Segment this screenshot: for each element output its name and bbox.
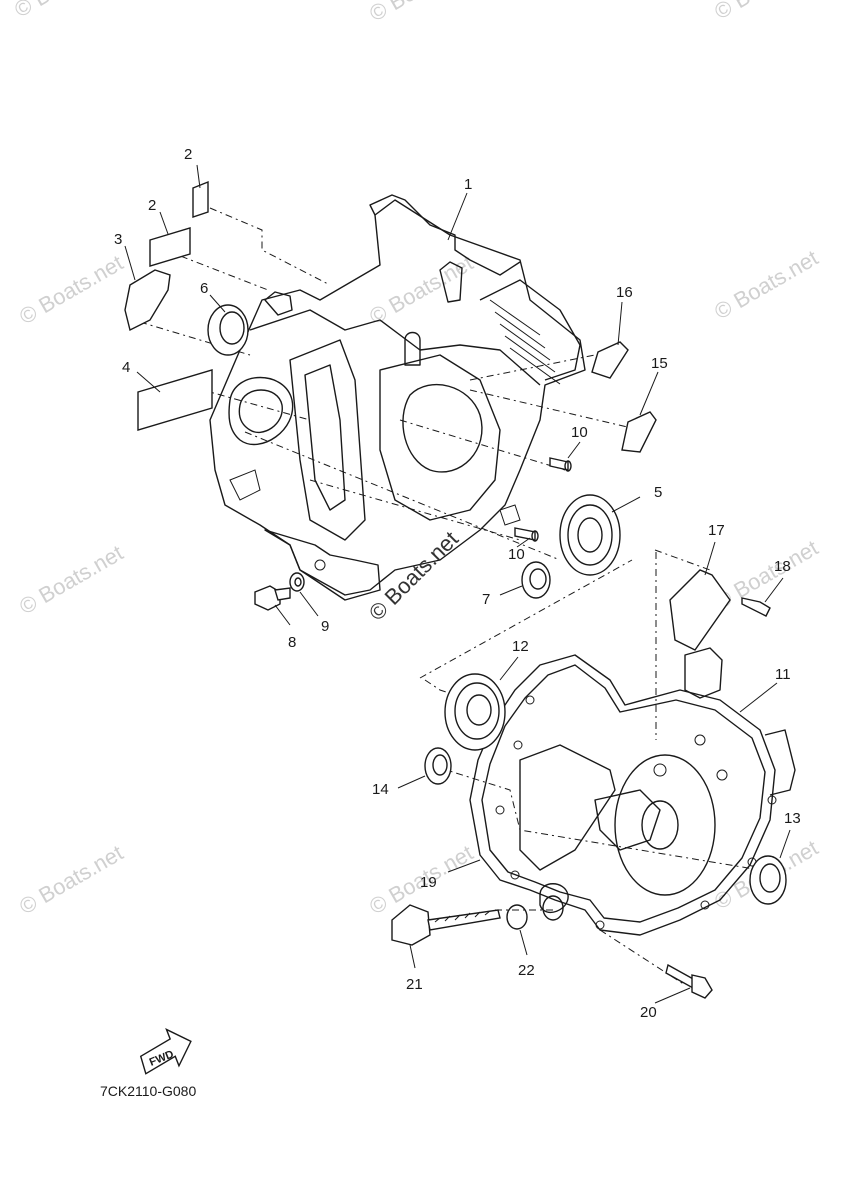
- guide-part-15[interactable]: [621, 411, 657, 453]
- callout-20: 20: [640, 1004, 657, 1021]
- callout-3: 3: [114, 231, 122, 248]
- watermark: © Boats.net: [710, 0, 822, 24]
- diagram-code: 7CK2110-G080: [100, 1083, 196, 1099]
- watermark: © Boats.net: [10, 0, 122, 22]
- callout-13: 13: [784, 810, 801, 827]
- oil-seal-part-6[interactable]: [207, 304, 249, 356]
- plate-part-3[interactable]: [124, 269, 171, 332]
- callout-11: 11: [775, 666, 791, 683]
- watermark: © Boats.net: [15, 540, 127, 619]
- callout-10: 10: [508, 546, 525, 563]
- cover-part-17[interactable]: [669, 569, 731, 651]
- callout-19: 19: [420, 874, 437, 891]
- o-ring-part-22[interactable]: [506, 904, 528, 930]
- screw-part-18[interactable]: [741, 597, 771, 617]
- watermark: © Boats.net: [710, 245, 822, 324]
- callout-7: 7: [482, 591, 490, 608]
- callout-2: 2: [148, 197, 156, 214]
- plate-part-4[interactable]: [137, 369, 213, 431]
- callout-21: 21: [406, 976, 423, 993]
- callout-17: 17: [708, 522, 725, 539]
- washer-part-9[interactable]: [289, 572, 305, 592]
- callout-12: 12: [512, 638, 529, 655]
- crankcase-cover-part-11[interactable]: [469, 647, 796, 936]
- callout-15: 15: [651, 355, 668, 372]
- leader-lines: [124, 164, 791, 1004]
- label-part-2-upper[interactable]: [192, 180, 209, 218]
- dowel-pin-part-10-upper[interactable]: [549, 457, 572, 472]
- callout-8: 8: [288, 634, 296, 651]
- oil-seal-part-14[interactable]: [424, 747, 452, 785]
- callout-22: 22: [518, 962, 535, 979]
- bolt-part-20[interactable]: [665, 963, 713, 999]
- watermark: © Boats.net: [15, 250, 127, 329]
- callout-4: 4: [122, 359, 130, 376]
- callout-labels: 1 2 2 3 4 5 6 7 8 9 10 10 11 12 13 14 15…: [114, 146, 801, 1021]
- callout-14: 14: [372, 781, 389, 798]
- callout-9: 9: [321, 618, 329, 635]
- callout-6: 6: [200, 280, 208, 297]
- bearing-part-7[interactable]: [521, 561, 551, 599]
- fwd-arrow-icon: FWD: [139, 1028, 192, 1075]
- callout-16: 16: [616, 284, 633, 301]
- label-part-2-lower[interactable]: [149, 227, 191, 267]
- watermark: © Boats.net: [365, 0, 477, 26]
- oil-seal-part-13[interactable]: [749, 855, 787, 905]
- bearing-part-5[interactable]: [559, 494, 621, 576]
- crankcase-part-1[interactable]: [209, 194, 586, 601]
- callout-1: 1: [464, 176, 472, 193]
- callout-5: 5: [654, 484, 662, 501]
- drain-bolt-part-8[interactable]: [254, 585, 291, 611]
- callout-18: 18: [774, 558, 791, 575]
- bearing-part-12[interactable]: [444, 673, 506, 751]
- dowel-pin-part-10-lower[interactable]: [514, 527, 539, 542]
- callout-10: 10: [571, 424, 588, 441]
- callout-2: 2: [184, 146, 192, 163]
- watermark: © Boats.net: [15, 840, 127, 919]
- guide-part-16[interactable]: [591, 341, 629, 379]
- dipstick-part-21[interactable]: [391, 904, 501, 946]
